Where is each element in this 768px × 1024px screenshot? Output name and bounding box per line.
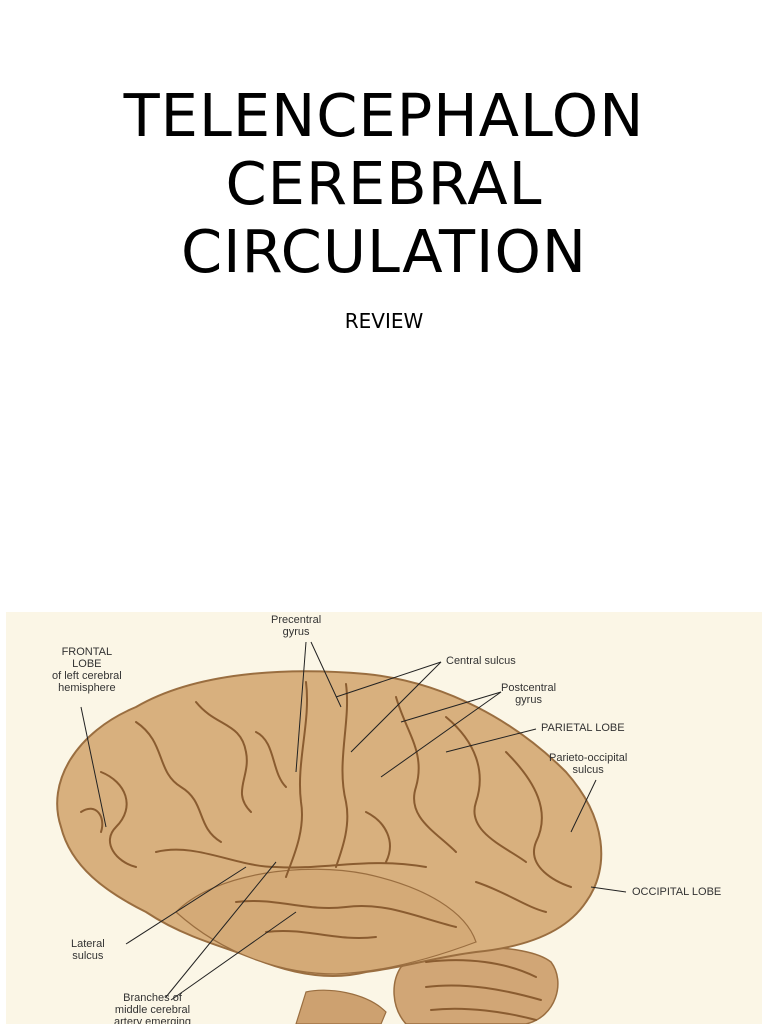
title-line-2: CEREBRAL [225,149,543,218]
label-precentral-gyrus: Precentral gyrus [271,614,322,638]
leader-lines [80,641,627,1001]
label-parieto-occipital-sulcus: Parieto-occipital sulcus [549,752,628,776]
label-parietal-lobe: PARIETAL LOBE [541,722,625,734]
slide-title: TELENCEPHALON CEREBRAL CIRCULATION [0,82,768,286]
brain-lateral-view-figure: Precentral gyrus Central sulcus Postcent… [6,612,762,1024]
label-frontal-lobe: FRONTAL LOBE of left cerebral hemisphere [52,646,122,694]
title-line-3: CIRCULATION [180,217,588,286]
title-line-1: TELENCEPHALON [123,81,645,150]
label-postcentral-gyrus: Postcentral gyrus [501,682,557,706]
slide-subtitle: REVIEW [344,309,424,333]
label-occipital-lobe: OCCIPITAL LOBE [632,886,722,898]
label-central-sulcus: Central sulcus [446,655,516,667]
label-lateral-sulcus: Lateral sulcus [71,938,105,962]
brain-illustration [56,641,627,1024]
brain-stem [295,989,387,1024]
label-branches-middle-cerebral: Branches of middle cerebral artery emerg… [114,992,192,1024]
gyri-pattern [80,681,572,1021]
